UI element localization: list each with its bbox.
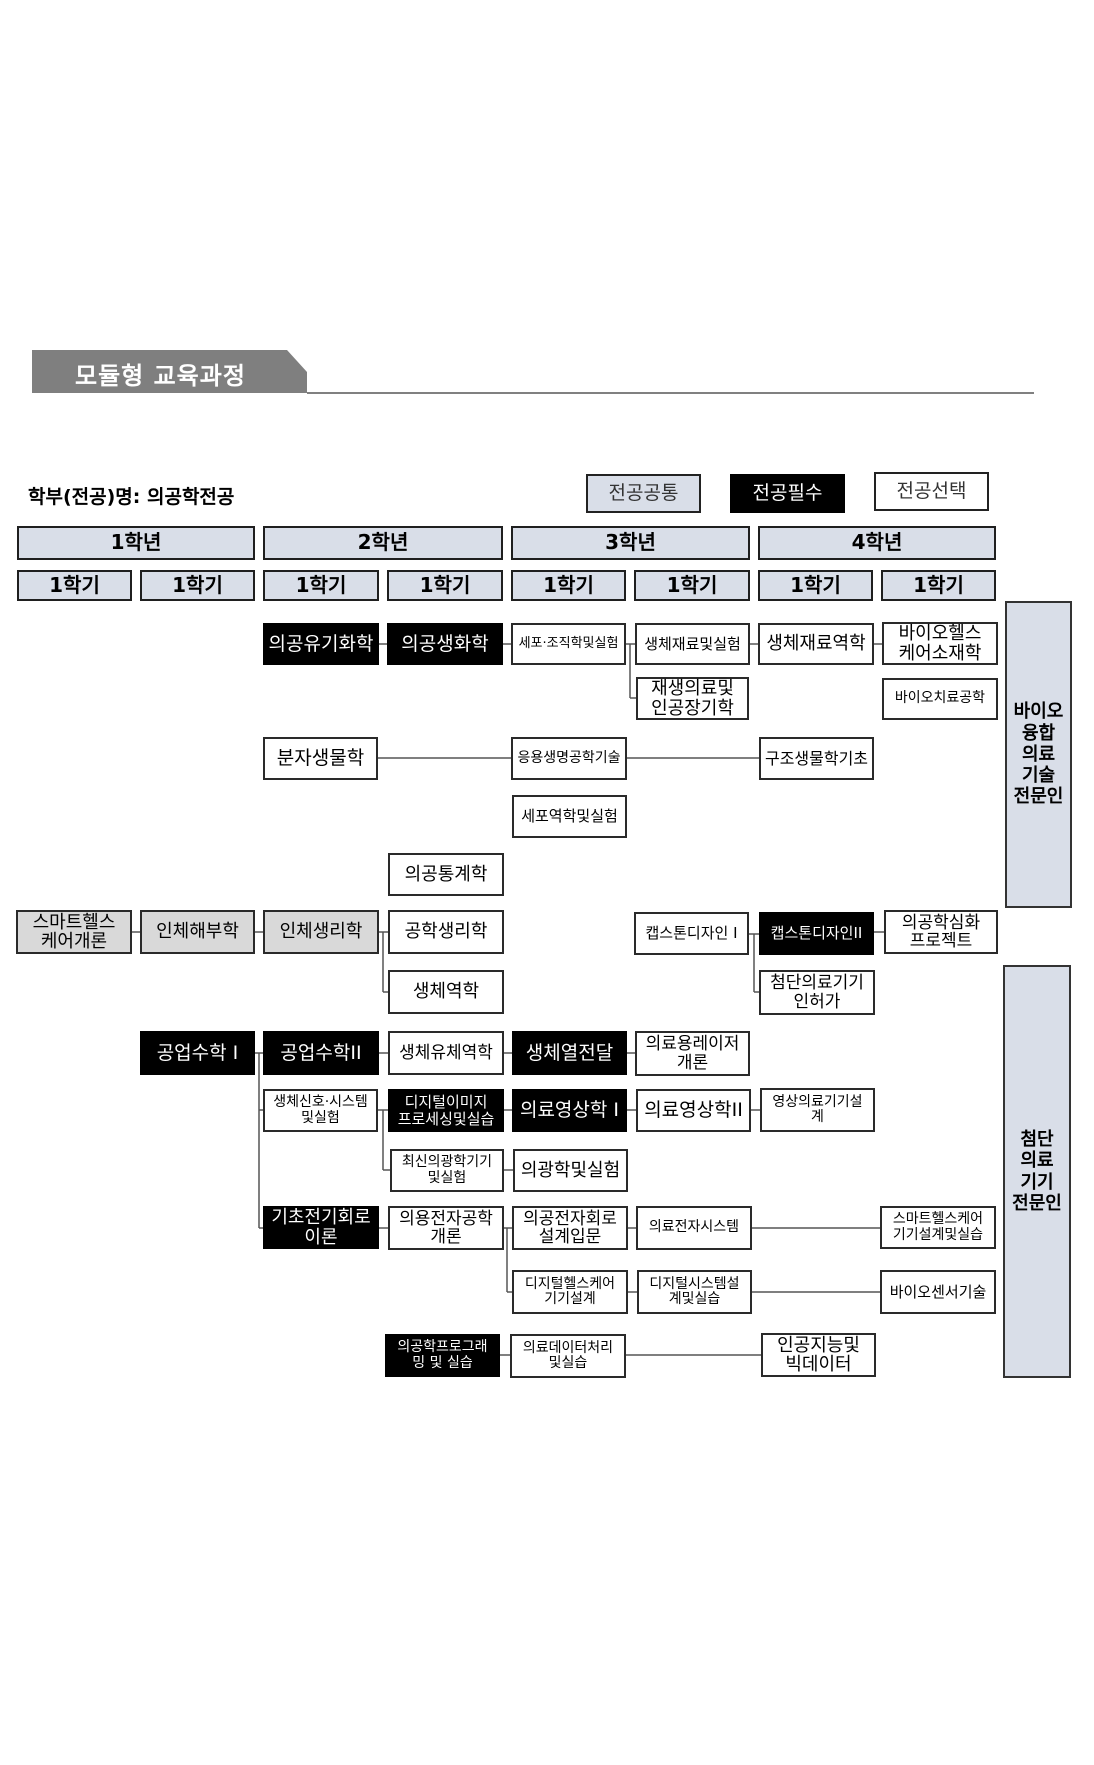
course-box: 인공지능및 빅데이터: [761, 1333, 876, 1377]
track-label-bio: 바이오 융합 의료 기술 전문인: [1005, 601, 1072, 908]
course-box: 공학생리학: [388, 910, 504, 954]
course-box: 의료전자시스템: [636, 1206, 752, 1250]
course-box: 스마트헬스 케어개론: [16, 910, 132, 954]
course-box: 바이오치료공학: [882, 678, 998, 720]
semester-header: 1학기: [758, 570, 873, 601]
course-box: 기초전기회로 이론: [263, 1206, 379, 1249]
year-header-2: 2학년: [263, 526, 503, 560]
course-box: 응용생명공학기술: [511, 737, 627, 780]
course-box: 의료영상학 I: [512, 1089, 627, 1132]
course-box: 바이오센서기술: [880, 1270, 996, 1314]
semester-header: 1학기: [634, 570, 750, 601]
course-box: 생체유체역학: [388, 1031, 504, 1075]
legend-required: 전공필수: [730, 474, 845, 513]
course-box: 공업수학 I: [140, 1031, 255, 1075]
semester-header: 1학기: [140, 570, 255, 601]
year-header-4: 4학년: [758, 526, 996, 560]
course-box: 구조생물학기초: [759, 737, 874, 780]
course-box: 의광학및실험: [513, 1149, 628, 1192]
legend-common: 전공공통: [586, 474, 701, 513]
course-box: 인체해부학: [140, 910, 255, 954]
course-box: 세포역학및실험: [512, 795, 627, 838]
page-title: 모듈형 교육과정: [75, 362, 246, 390]
course-box: 최신의광학기기 및실험: [390, 1149, 504, 1192]
course-box: 영상의료기기설 계: [760, 1088, 875, 1132]
semester-header: 1학기: [17, 570, 132, 601]
semester-header: 1학기: [881, 570, 996, 601]
course-box: 세포·조직학및실험: [511, 623, 626, 665]
course-box: 재생의료및 인공장기학: [636, 677, 749, 720]
semester-header: 1학기: [511, 570, 626, 601]
course-box: 바이오헬스 케어소재학: [882, 622, 998, 665]
course-box: 디지털시스템설 계및실습: [637, 1270, 752, 1314]
course-box: 인체생리학: [263, 910, 379, 954]
course-box: 의공학심화 프로젝트: [884, 910, 998, 954]
year-header-3: 3학년: [511, 526, 750, 560]
course-box: 생체역학: [388, 970, 504, 1014]
course-box: 의료영상학II: [636, 1089, 751, 1132]
course-box: 의공전자회로 설계입문: [512, 1206, 628, 1250]
course-box: 생체재료역학: [758, 623, 874, 665]
course-box: 디지털이미지 프로세싱및실습: [388, 1089, 504, 1132]
course-box: 공업수학II: [263, 1031, 379, 1075]
course-box: 의공통계학: [388, 853, 504, 896]
title-rule: [307, 392, 1034, 394]
course-box: 생체열전달: [512, 1031, 627, 1075]
department-name: 학부(전공)명: 의공학전공: [28, 486, 235, 508]
title-banner: [32, 350, 307, 393]
year-header-1: 1학년: [17, 526, 255, 560]
course-box: 의공학프로그래 밍 및 실습: [385, 1334, 500, 1377]
course-box: 디지털헬스케어 기기설계: [512, 1270, 628, 1314]
course-box: 의료용레이저 개론: [635, 1031, 750, 1076]
course-box: 의공생화학: [387, 623, 503, 665]
course-box: 생체재료및실험: [635, 623, 750, 665]
course-box: 스마트헬스케어 기기설계및실습: [880, 1206, 996, 1249]
track-label-device: 첨단 의료 기기 전문인: [1003, 965, 1071, 1378]
course-box: 의용전자공학 개론: [388, 1206, 504, 1250]
course-box: 캡스톤디자인 I: [634, 912, 749, 955]
course-box: 의공유기화학: [263, 623, 379, 665]
semester-header: 1학기: [387, 570, 503, 601]
course-box: 생체신호·시스템 및실험: [263, 1089, 378, 1132]
semester-header: 1학기: [263, 570, 379, 601]
course-box: 캡스톤디자인II: [759, 912, 874, 955]
course-box: 첨단의료기기 인허가: [759, 970, 875, 1015]
course-box: 분자생물학: [263, 737, 378, 780]
course-box: 의료데이터처리 및실습: [510, 1334, 626, 1378]
legend-elective: 전공선택: [874, 472, 989, 511]
